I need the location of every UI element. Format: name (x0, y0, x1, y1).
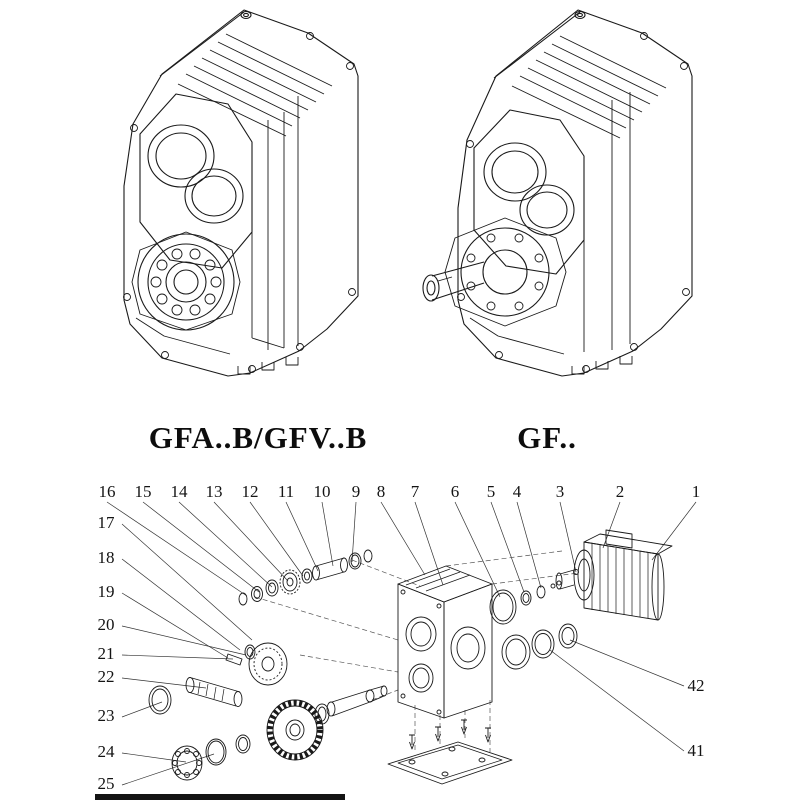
output-gear-parts (171, 685, 388, 781)
gearbox-isometric-left (123, 9, 359, 377)
side-ribs-left (135, 96, 299, 355)
gearbox-isometric-right (422, 9, 693, 377)
intermediate-gear-parts (148, 642, 288, 715)
input-shaft-parts (238, 549, 373, 606)
phantom-lines (254, 550, 579, 752)
housing-exploded (397, 565, 493, 719)
part-callout-20: 20 (97, 615, 115, 634)
bearing-boss-left (131, 231, 241, 331)
base-plate-parts (387, 719, 513, 785)
part-callout-19: 19 (97, 582, 115, 601)
part-callout-6: 6 (450, 482, 460, 501)
part-callout-15: 15 (134, 482, 152, 501)
model-label-left: GFA..B/GFV..B (148, 420, 368, 455)
retaining-rings (501, 623, 578, 670)
part-callout-8: 8 (376, 482, 386, 501)
part-callout-24: 24 (97, 742, 115, 761)
part-callout-9: 9 (351, 482, 361, 501)
part-callout-42: 42 (687, 676, 705, 695)
part-callout-16: 16 (98, 482, 116, 501)
part-callout-17: 17 (97, 513, 115, 532)
gear-bores-left (147, 124, 244, 224)
part-callout-23: 23 (97, 706, 115, 725)
part-callout-10: 10 (313, 482, 331, 501)
flange-parts (489, 569, 579, 625)
part-callout-25: 25 (97, 774, 115, 793)
part-callout-18: 18 (97, 548, 115, 567)
output-flange-shaft (422, 217, 567, 327)
part-callout-7: 7 (410, 482, 420, 501)
fins-right (511, 35, 667, 139)
part-callout-4: 4 (512, 482, 522, 501)
model-label-right: GF.. (517, 420, 577, 455)
part-callout-2: 2 (615, 482, 625, 501)
part-callout-1: 1 (691, 482, 701, 501)
part-callout-21: 21 (97, 644, 115, 663)
side-ribs-right (469, 92, 631, 355)
part-callout-41: 41 (687, 741, 705, 760)
cropped-table-edge (95, 794, 345, 800)
fins-left (177, 33, 333, 137)
part-callout-22: 22 (97, 667, 115, 686)
part-callout-11: 11 (277, 482, 295, 501)
exploded-assembly (106, 501, 697, 786)
gear-bores-right (483, 142, 575, 236)
motor (555, 529, 673, 621)
part-callout-5: 5 (486, 482, 496, 501)
corner-bolts-right (457, 32, 690, 373)
part-callout-14: 14 (170, 482, 188, 501)
part-callout-3: 3 (555, 482, 565, 501)
part-callout-12: 12 (241, 482, 259, 501)
part-callout-13: 13 (205, 482, 223, 501)
leader-lines (106, 501, 697, 786)
corner-bolts-left (123, 32, 356, 373)
